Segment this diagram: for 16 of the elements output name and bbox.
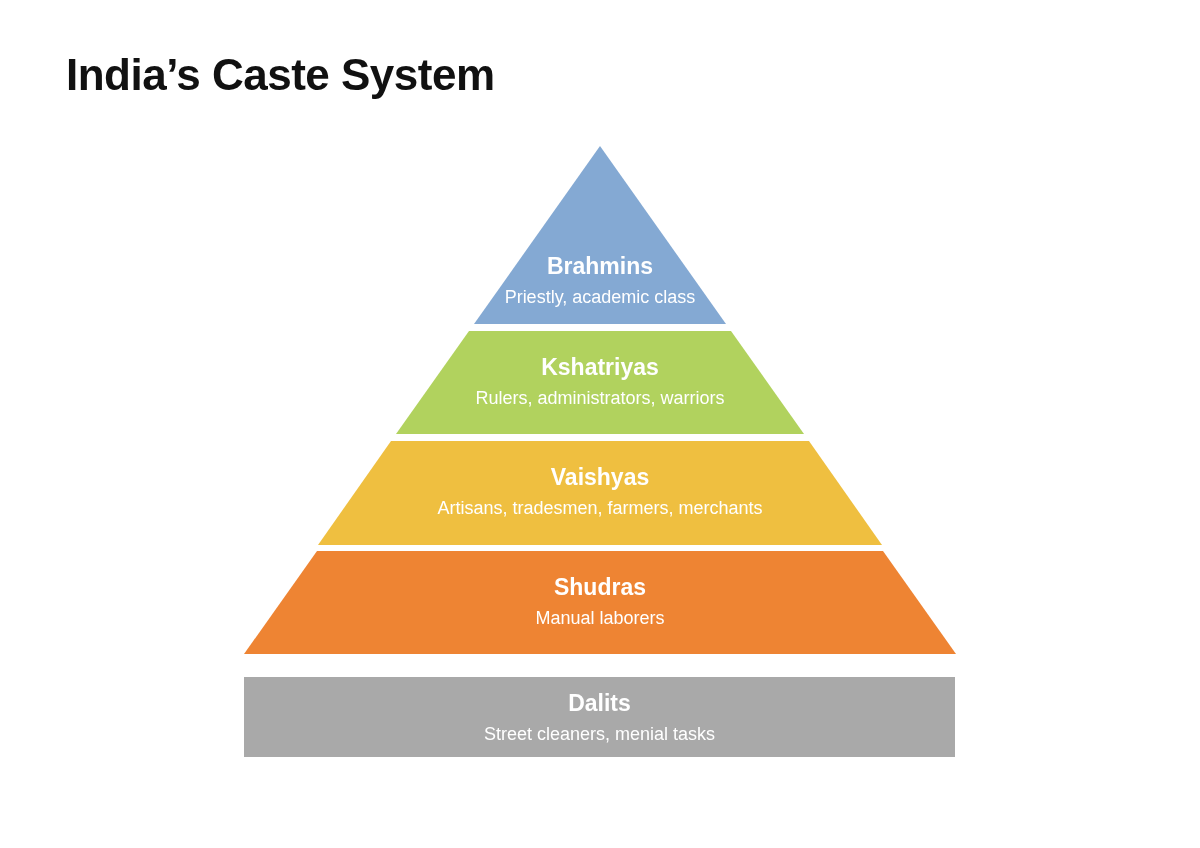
tier-name: Kshatriyas <box>541 353 659 381</box>
pyramid-tier <box>474 146 726 324</box>
tier-description: Street cleaners, menial tasks <box>483 723 716 745</box>
pyramid-tier <box>318 441 882 545</box>
base-band <box>244 677 955 757</box>
pyramid-tier <box>396 331 804 434</box>
title: India’s Caste System <box>66 50 495 100</box>
tier-name: Brahmins <box>546 252 654 280</box>
tier-description: Artisans, tradesmen, farmers, merchants <box>437 497 763 519</box>
tier-description: Manual laborers <box>535 607 665 629</box>
tier-name: Vaishyas <box>550 463 650 491</box>
tier-description: Priestly, academic class <box>504 286 696 308</box>
tier-description: Rulers, administrators, warriors <box>475 387 725 409</box>
tier-name: Dalits <box>568 689 631 717</box>
pyramid-tier <box>244 551 956 654</box>
tier-name: Shudras <box>554 573 646 601</box>
